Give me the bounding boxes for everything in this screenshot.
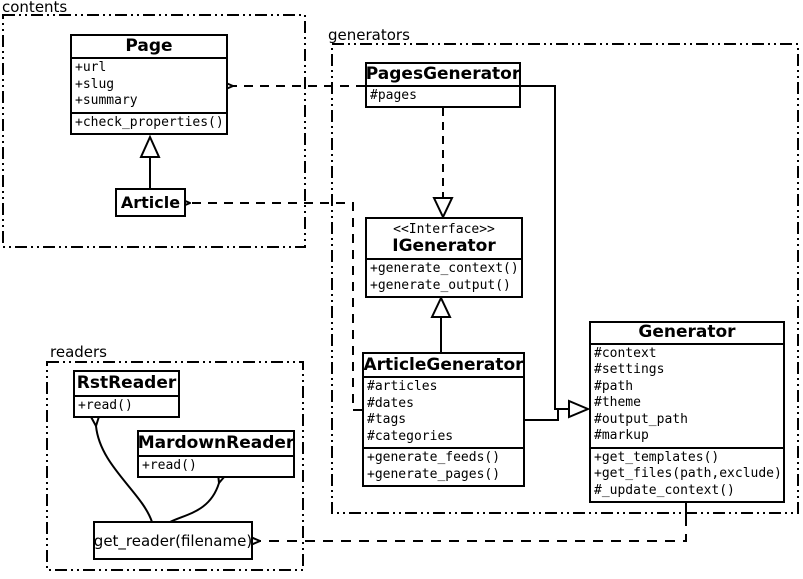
class-generator-name: Generator xyxy=(638,322,736,343)
class-pages-generator: PagesGenerator #pages xyxy=(365,62,521,108)
class-article-generator-name: ArticleGenerator xyxy=(363,354,524,375)
edge-generator-to-getreader xyxy=(260,516,687,541)
interface-igenerator-stereotype: <<Interface>> xyxy=(393,221,495,237)
class-page-attributes: +url +slug +summary xyxy=(72,57,226,112)
class-article: Article xyxy=(115,188,186,217)
class-generator: Generator #context #settings #path #them… xyxy=(589,321,785,503)
edge-articlegenerator-to-article xyxy=(190,203,362,411)
edge-getreader-to-rstreader xyxy=(96,426,153,523)
inheritance-triangle-page xyxy=(139,134,161,158)
class-page-methods: +check_properties() xyxy=(72,111,226,134)
function-get-reader-label: get_reader(filename) xyxy=(93,531,253,550)
class-article-generator-methods: +generate_feeds() +generate_pages() xyxy=(364,447,523,485)
interface-igenerator: <<Interface>> IGenerator +generate_conte… xyxy=(365,217,523,298)
edge-articlegenerator-to-generator xyxy=(525,409,559,421)
package-frame-generators xyxy=(331,43,799,514)
class-article-generator: ArticleGenerator #articles #dates #tags … xyxy=(362,352,525,487)
class-markdown-reader-methods: +read() xyxy=(139,454,293,477)
package-label-contents: contents xyxy=(2,0,68,16)
edge-getreader-to-markdownreader xyxy=(169,483,219,523)
class-generator-methods: +get_templates() +get_files(path,exclude… xyxy=(591,446,783,502)
class-rst-reader-name: RstReader xyxy=(76,372,177,393)
realization-triangle-igenerator xyxy=(432,197,454,220)
package-frame-contents xyxy=(2,14,306,248)
class-article-name: Article xyxy=(120,193,181,212)
interface-igenerator-name: IGenerator xyxy=(392,235,496,256)
class-page: Page +url +slug +summary +check_properti… xyxy=(70,34,228,135)
inheritance-triangle-igenerator-bottom xyxy=(430,295,452,318)
class-article-generator-attributes: #articles #dates #tags #categories xyxy=(364,376,523,447)
edge-pagesgenerator-to-generator xyxy=(521,85,569,410)
class-pages-generator-attributes: #pages xyxy=(367,84,519,107)
class-pages-generator-name: PagesGenerator xyxy=(365,63,521,84)
class-page-name: Page xyxy=(125,36,173,56)
function-get-reader: get_reader(filename) xyxy=(93,521,253,560)
class-markdown-reader: MardownReader +read() xyxy=(137,430,295,478)
class-markdown-reader-name: MardownReader xyxy=(137,432,295,453)
class-rst-reader: RstReader +read() xyxy=(73,370,180,418)
package-label-readers: readers xyxy=(50,343,107,361)
package-frame-readers xyxy=(46,361,304,571)
class-rst-reader-methods: +read() xyxy=(75,394,178,417)
interface-igenerator-methods: +generate_context() +generate_output() xyxy=(367,258,521,296)
package-label-generators: generators xyxy=(328,26,410,44)
class-generator-attributes: #context #settings #path #theme #output_… xyxy=(591,342,783,447)
inheritance-triangle-generator xyxy=(568,399,591,419)
